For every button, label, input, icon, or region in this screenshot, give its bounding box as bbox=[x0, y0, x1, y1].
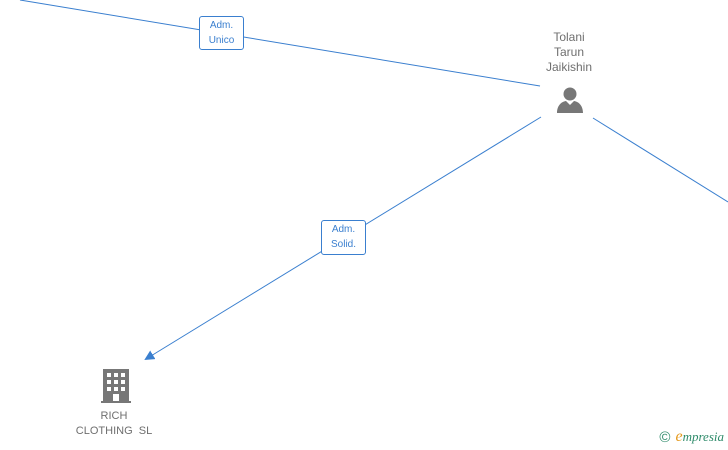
edge-label-adm-solid[interactable]: Adm. Solid. bbox=[321, 220, 366, 255]
company-name-line: RICH bbox=[100, 410, 128, 422]
company-name-label[interactable]: RICH CLOTHING SL bbox=[64, 409, 164, 439]
person-name-label[interactable]: Tolani Tarun Jaikishin bbox=[527, 30, 611, 75]
person-name-line: Tolani bbox=[553, 30, 585, 44]
person-icon[interactable] bbox=[557, 87, 583, 114]
building-icon[interactable] bbox=[101, 369, 131, 403]
edge-right bbox=[592, 117, 728, 203]
edge-top bbox=[19, 0, 541, 87]
edge-label-line: Adm. bbox=[331, 224, 356, 235]
company-name-line: CLOTHING SL bbox=[75, 425, 153, 437]
person-name-line: Jaikishin bbox=[545, 60, 593, 74]
edge-label-line: Adm. bbox=[209, 20, 234, 31]
edge-label-line: Solid. bbox=[330, 239, 356, 250]
brand-logo-text: mpresia bbox=[682, 429, 724, 444]
person-name-line: Tarun bbox=[553, 45, 585, 59]
edge-label-adm-unico[interactable]: Adm. Unico bbox=[199, 16, 244, 50]
empresia-watermark: © e mpresia bbox=[659, 428, 724, 446]
copyright-icon: © bbox=[659, 428, 671, 446]
brand-logo-initial: e bbox=[675, 428, 683, 445]
edge-label-line: Unico bbox=[208, 35, 235, 46]
